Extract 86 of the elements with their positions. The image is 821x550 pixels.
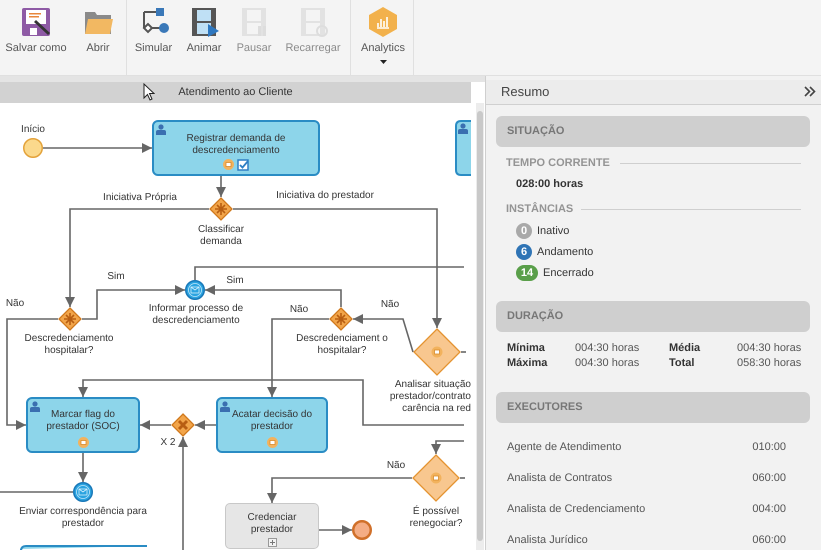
subprocess-box (225, 503, 319, 549)
connector-arrow (78, 379, 464, 426)
connector-arrow (82, 285, 185, 320)
task-label: Acatar decisão do prestador (230, 409, 314, 433)
edge-label: Iniciativa do prestador (275, 190, 375, 202)
connector-arrow (43, 143, 152, 153)
connector-line (461, 351, 466, 353)
complex-gateway-diamond (209, 197, 233, 221)
panel-title: Resumo (501, 84, 550, 99)
event-label: Início (20, 124, 46, 136)
task-box (26, 397, 140, 453)
connector-arrow (6, 318, 58, 430)
task-box (152, 120, 320, 176)
section-header: EXECUTORES (496, 392, 810, 423)
task-label: Credenciar prestador (246, 512, 298, 536)
gateway-label: Descredenciament o hospitalar? (295, 333, 389, 357)
complex-gateway-diamond (58, 307, 82, 331)
connector-arrow (267, 477, 412, 503)
animate-button: Animar (180, 2, 228, 74)
executor-time: 004:00 (752, 503, 786, 516)
task-label: Registrar demanda de descredenciamento (186, 133, 286, 157)
connector-arrow (178, 437, 188, 550)
connector-arrow (65, 208, 209, 307)
stat-name: Média (669, 342, 700, 355)
stat-value: 058:30 horas (737, 357, 802, 370)
complex-gateway-diamond (329, 307, 353, 331)
connector-line (0, 491, 73, 493)
connector-arrow (267, 318, 329, 397)
gateway-label: É possível renegociar? (408, 506, 464, 530)
message-event-circle (73, 482, 93, 502)
status-label: Andamento (537, 246, 594, 259)
section-header: DURAÇÃO (496, 301, 810, 332)
analytics-button: Analytics (355, 2, 411, 74)
gateway-label: Analisar situação prestador/contrato carência na red (388, 379, 471, 415)
end-event-circle (352, 520, 372, 540)
connector-arrow (140, 420, 171, 430)
status-label: Inativo (537, 225, 570, 238)
time-value: 028:00 horas (516, 178, 584, 191)
executor-name: Analista de Credenciamento (507, 503, 646, 516)
connector-arrow (195, 420, 216, 430)
connector-arrow (205, 285, 342, 307)
stat-name: Máxima (507, 357, 548, 370)
connector-arrow (431, 440, 464, 454)
connector-arrow (319, 525, 352, 535)
connector-arrow (353, 314, 414, 352)
connector-line (194, 266, 464, 280)
edge-label: Iniciativa Própria (102, 192, 178, 204)
start-event-circle (23, 138, 43, 158)
executor-time: 060:00 (752, 534, 786, 547)
task-label: Marcar flag do prestador (SOC) (45, 409, 121, 433)
connector-arrow (78, 453, 88, 482)
status-label: Encerrado (543, 267, 594, 280)
simulate-button: Simular (130, 2, 177, 74)
executor-time: 060:00 (752, 472, 786, 485)
gateway-label: Descredenciamento hospitalar? (24, 333, 114, 357)
section-subheading: INSTÂNCIAS (506, 203, 574, 216)
pool-header: Atendimento ao Cliente (0, 82, 471, 103)
save-as-button: Salvar como (0, 2, 72, 74)
gateway-label: X 2 (159, 437, 176, 449)
section-header: SITUAÇÃO (496, 116, 810, 147)
section-subheading: TEMPO CORRENTE (506, 157, 610, 170)
executor-time: 010:00 (752, 441, 786, 454)
executor-name: Agente de Atendimento (507, 441, 622, 454)
pause-button: Pausar (232, 2, 276, 74)
task-box (20, 545, 147, 550)
open-button: Abrir (76, 2, 120, 74)
connector-arrow (216, 176, 226, 197)
task-gateway-diamond (412, 454, 460, 502)
event-label: Enviar correspondência para prestador (18, 506, 148, 530)
executor-name: Analista de Contratos (507, 472, 612, 485)
stat-value: 004:30 horas (575, 357, 640, 370)
task-box (455, 120, 471, 176)
stat-value: 004:30 horas (575, 342, 640, 355)
connector-arrow (233, 208, 442, 328)
connector-line (460, 477, 465, 479)
stat-value: 004:30 horas (737, 342, 802, 355)
exclusive-gateway-diamond (171, 413, 195, 437)
reload-button: Recarregar (280, 2, 346, 74)
event-label: Informar processo de descredenciamento (148, 303, 244, 327)
task-gateway-diamond (413, 328, 461, 376)
gateway-label: Classificar demanda (196, 224, 246, 248)
message-event-circle (185, 280, 205, 300)
task-box (216, 397, 328, 453)
executor-name: Analista Jurídico (507, 534, 588, 547)
stat-name: Mínima (507, 342, 545, 355)
stat-name: Total (669, 357, 694, 370)
